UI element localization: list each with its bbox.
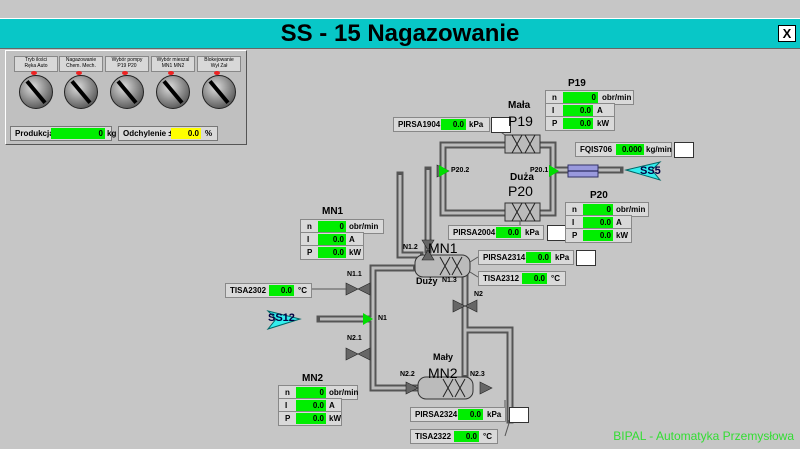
tisa2302-readout: TISA2302 0.0 °C [225,283,312,298]
pirsa2324-readout: PIRSA2324 0.0 kPa [410,407,506,422]
p19-heading: P19 [568,78,586,89]
valve-n1-1-label: N1.1 [347,271,362,278]
valve-n1-2-label: N1.2 [403,244,418,251]
pirsa2314-readout: PIRSA2314 0.0 kPa [478,250,574,265]
trend-chart-icon[interactable] [674,142,694,158]
pirsa1904-readout: PIRSA1904 0.0 kPa [393,117,490,132]
produkcja-value: 0 [51,128,105,139]
mn2-heading: MN2 [302,373,324,384]
title-bar: SS - 15 Nagazowanie X [0,18,800,49]
fqis706-readout: FQIS706 0.000 kg/min [575,142,672,157]
produkcja-field: Produkcja 0 kg [10,126,116,141]
rotary-knob-icon[interactable] [110,75,144,109]
mn1-p-row: P 0.0 kW [300,245,364,260]
trend-chart-icon[interactable] [491,117,511,133]
trend-chart-icon[interactable] [509,407,529,423]
p19-i-row: I 0.0 A [545,103,615,118]
valve-n1-3-label: N1.3 [442,277,457,284]
pump-p20-icon [504,202,541,222]
duzy-label: Duży [416,276,438,286]
odchylenie-value[interactable]: 0.0 [171,128,201,139]
ss12-arrow-icon [266,310,302,330]
duza-label: Duża [510,172,534,183]
valve-n2-1-label: N2.1 [347,335,362,342]
mn2-mixer-label: MN2 [428,365,458,381]
valve-p20-2-label: P20.2 [451,167,470,174]
p20-heading: P20 [590,190,608,201]
rotary-knob-icon[interactable] [19,75,53,109]
valve-n1-label: N1 [378,315,387,322]
mn1-mixer-label: MN1 [428,240,458,256]
brand-footer: BIPAL - Automatyka Przemysłowa [613,429,794,443]
maly-label: Mały [433,352,454,362]
indicator-dot [214,71,220,75]
rotary-knob-icon[interactable] [64,75,98,109]
mixer-mn2-icon [417,376,474,400]
mn2-p-row: P 0.0 kW [278,411,342,426]
tisa2322-readout: TISA2322 0.0 °C [410,429,498,444]
indicator-dot [31,71,37,75]
close-button[interactable]: X [778,25,796,42]
tisa2312-readout: TISA2312 0.0 °C [478,271,566,286]
mixer-mn1-icon [414,254,471,278]
page-title: SS - 15 Nagazowanie [280,20,520,47]
valve-n2-label: N2 [474,291,483,298]
valve-n2-2-label: N2.2 [400,371,415,378]
indicator-dot [122,71,128,75]
trend-chart-icon[interactable] [547,225,567,241]
p20-p-row: P 0.0 kW [565,228,632,243]
valve-p20-1-label: P20.1 [530,167,549,174]
indicator-dot [76,71,82,75]
mn1-i-row: I 0.0 A [300,232,364,247]
rotary-knob-icon[interactable] [156,75,190,109]
mn1-heading: MN1 [322,206,344,217]
ss12-label: SS12 [268,312,295,324]
mn2-i-row: I 0.0 A [278,398,342,413]
pirsa2004-readout: PIRSA2004 0.0 kPa [448,225,544,240]
indicator-dot [168,71,174,75]
trend-chart-icon[interactable] [576,250,596,266]
mala-label: Mała [508,100,531,111]
p19-p-row: P 0.0 kW [545,116,615,131]
rotary-knob-icon[interactable] [202,75,236,109]
ss5-label: SS5 [640,165,661,177]
odchylenie-field: Odchylenie ± 0.0 % [118,126,218,141]
valve-icons [345,164,493,395]
pump-p19-icon [504,134,541,154]
ss5-arrow-icon [624,161,662,181]
p20-pump-label: P20 [508,183,533,199]
p19-pump-label: P19 [508,113,533,129]
valve-n2-3-label: N2.3 [470,371,485,378]
flowmeter-icon [567,164,599,178]
